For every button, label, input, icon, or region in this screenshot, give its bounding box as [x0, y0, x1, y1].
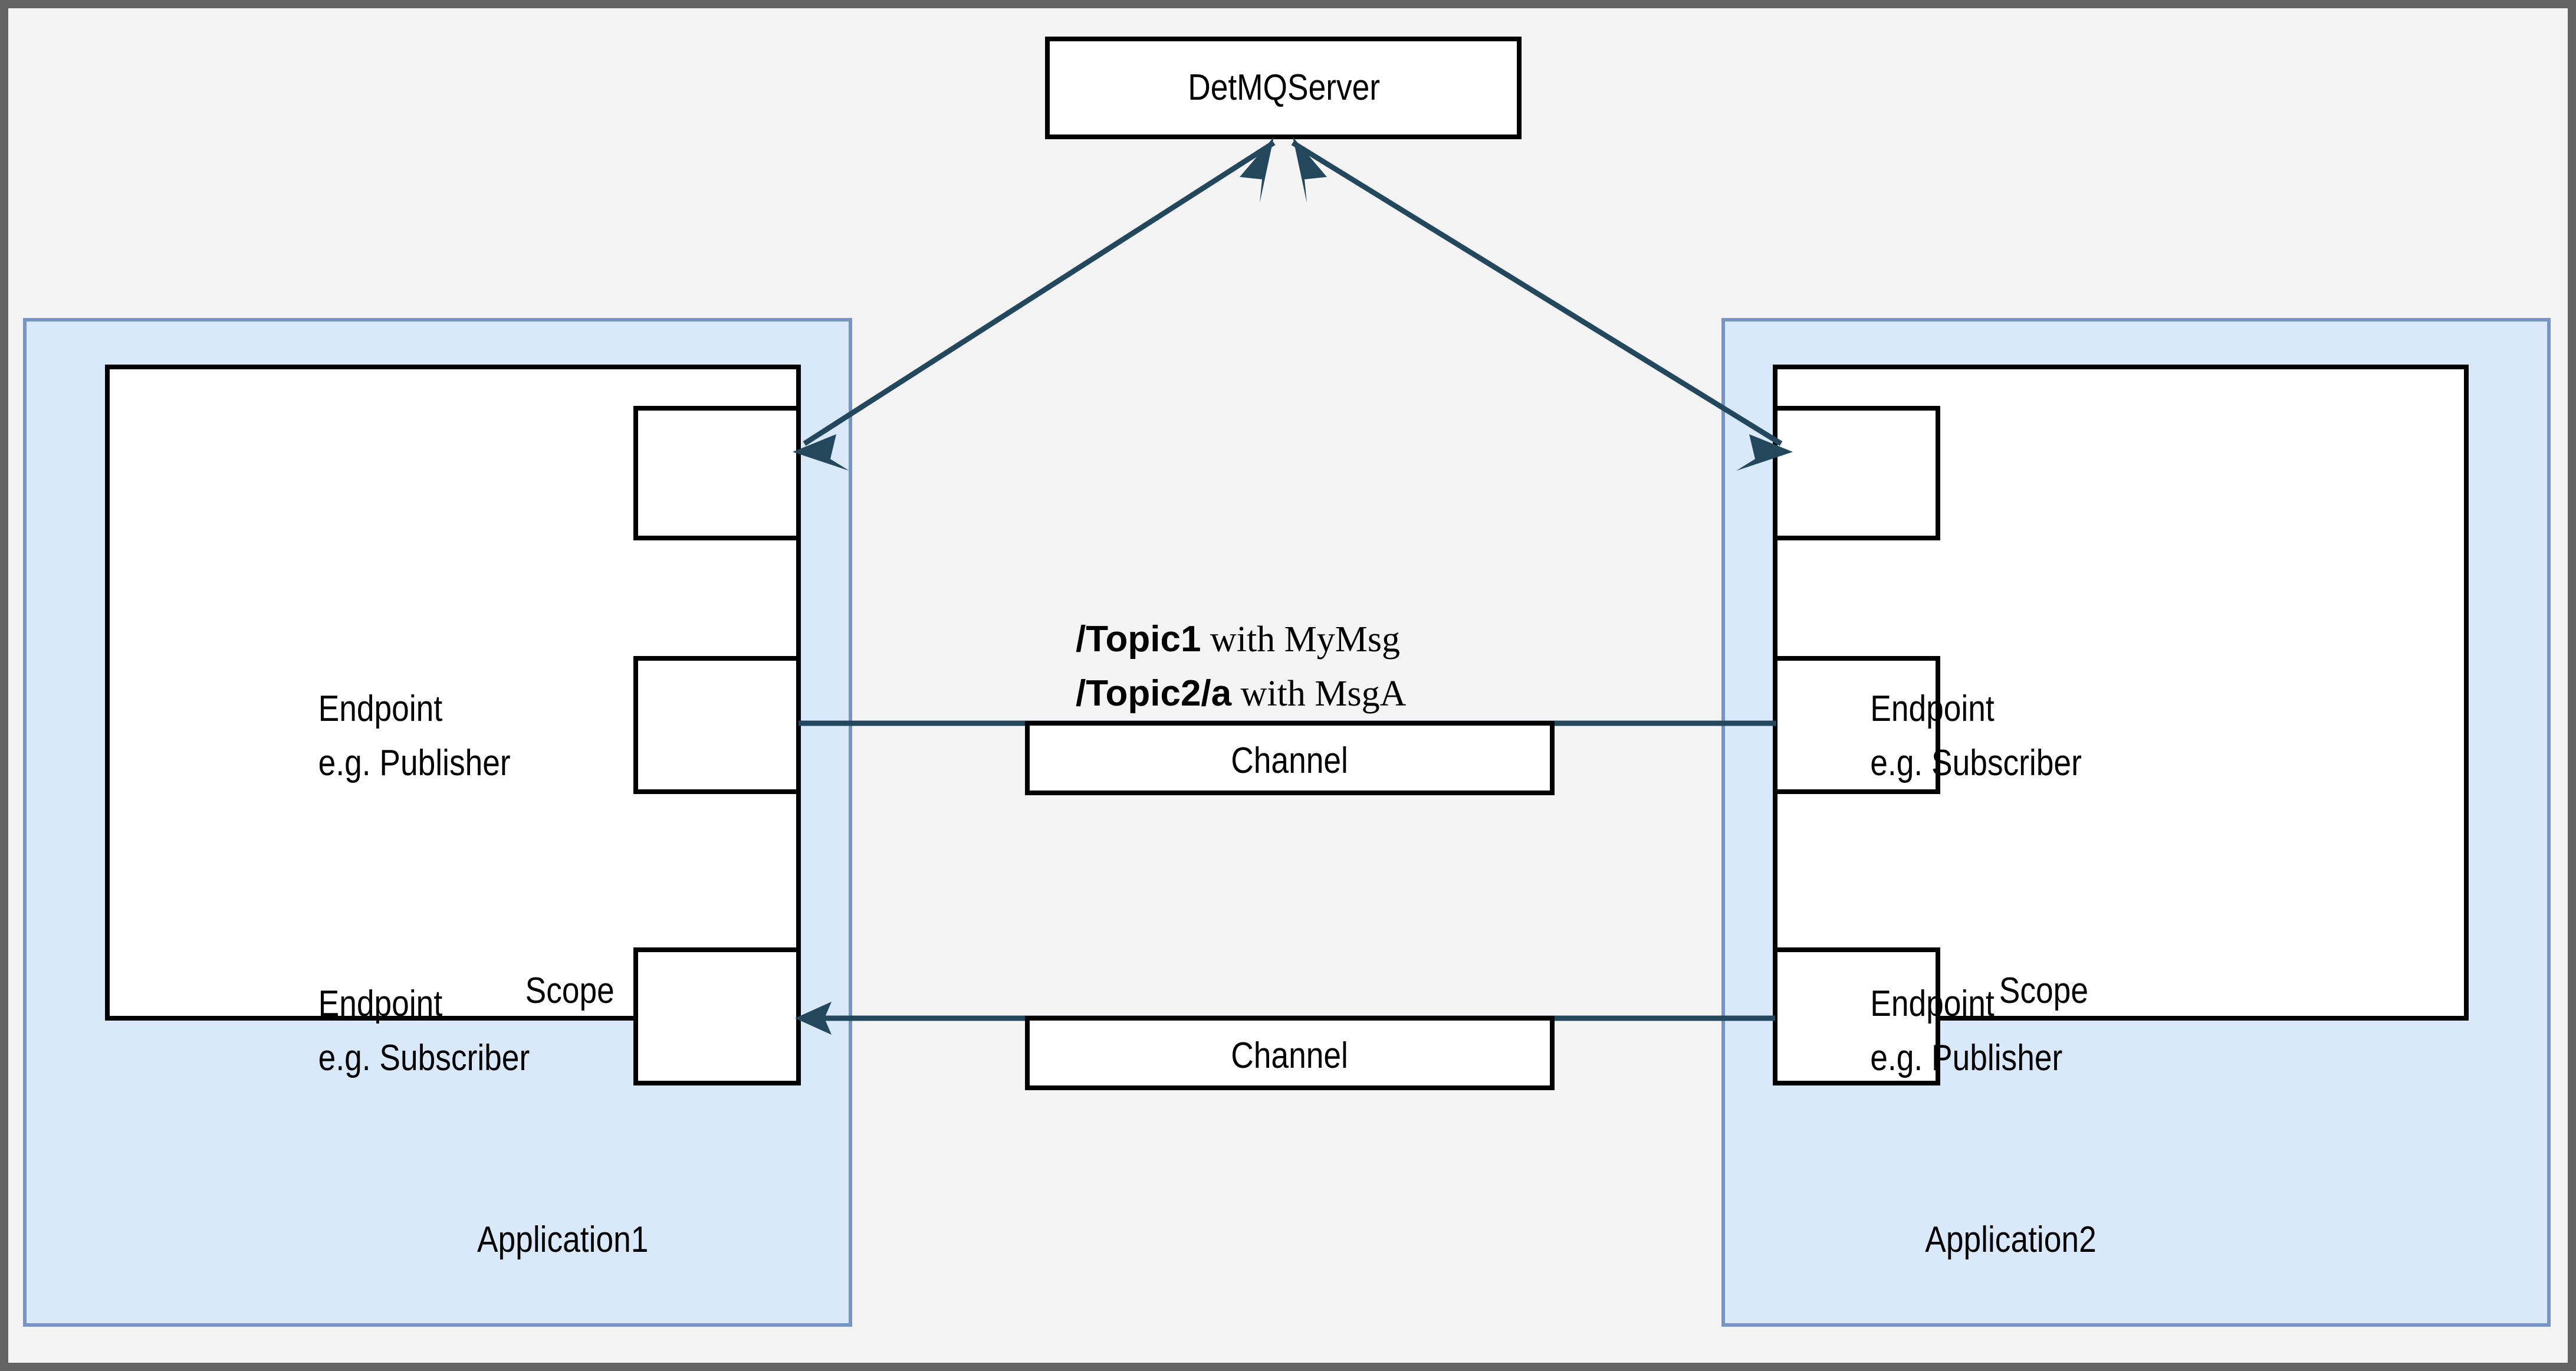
application1-port-publisher[interactable] — [633, 656, 801, 794]
application1-endpoint-0-subtitle: e.g. Publisher — [318, 743, 511, 783]
topic-annotation-0: /Topic1 with MyMsg — [1076, 619, 1400, 660]
detmq-server-label: DetMQServer — [1188, 67, 1380, 108]
topic-annotation-1: /Topic2/a with MsgA — [1076, 673, 1407, 714]
application2-port-top[interactable] — [1773, 406, 1940, 540]
application2-port-publisher[interactable] — [1773, 947, 1940, 1085]
arrowhead-to-app2 — [1736, 434, 1793, 471]
topic-1-message: MsgA — [1315, 674, 1406, 714]
application1-endpoint-1-subtitle: e.g. Subscriber — [318, 1038, 530, 1078]
application2-endpoint-1-title: Endpoint — [1870, 983, 1994, 1024]
channel2-box[interactable] — [1025, 1016, 1555, 1090]
application2-name-label: Application2 — [1925, 1219, 2096, 1260]
detmq-architecture-diagram: DetMQServer Scope Endpoint e.g. Publishe… — [23, 37, 2551, 1327]
server-app2-connector — [1291, 137, 1793, 471]
application1-name-label: Application1 — [477, 1219, 648, 1260]
diagram-canvas: DetMQServer Scope Endpoint e.g. Publishe… — [8, 8, 2568, 1363]
application1-scope-label: Scope — [525, 970, 615, 1011]
channel2-label: Channel — [1231, 1035, 1348, 1076]
application1-endpoint-0-title: Endpoint — [318, 688, 442, 729]
arrowhead-to-server-left — [1240, 137, 1274, 203]
detmq-server-box[interactable] — [1045, 37, 1522, 139]
arrowhead-to-app1 — [793, 434, 849, 471]
application1-port-top[interactable] — [633, 406, 801, 540]
application2-scope-label: Scope — [1999, 970, 2088, 1011]
topic-0-connector: with — [1201, 619, 1284, 660]
application2-endpoint-0-subtitle: e.g. Subscriber — [1870, 743, 2082, 783]
channel1-box[interactable] — [1025, 721, 1555, 795]
application2-endpoint-0-title: Endpoint — [1870, 688, 1994, 729]
arrowhead-to-server-right — [1293, 137, 1327, 203]
topic-0-message: MyMsg — [1284, 619, 1400, 660]
topic-0-line: /Topic1 with MyMsg — [1076, 619, 1400, 660]
application1-port-subscriber[interactable] — [633, 947, 801, 1085]
application1-endpoint-1-title: Endpoint — [318, 983, 442, 1024]
application2-endpoint-1-subtitle: e.g. Publisher — [1870, 1038, 2062, 1078]
topic-1-line: /Topic2/a with MsgA — [1076, 673, 1407, 714]
arrowhead-channel2 — [795, 1002, 832, 1035]
topic-1-name: /Topic2/a — [1076, 673, 1232, 714]
channel1-label: Channel — [1231, 740, 1348, 781]
topic-1-connector: with — [1231, 674, 1315, 714]
server-app1-connector — [793, 137, 1276, 471]
topic-0-name: /Topic1 — [1076, 619, 1201, 660]
